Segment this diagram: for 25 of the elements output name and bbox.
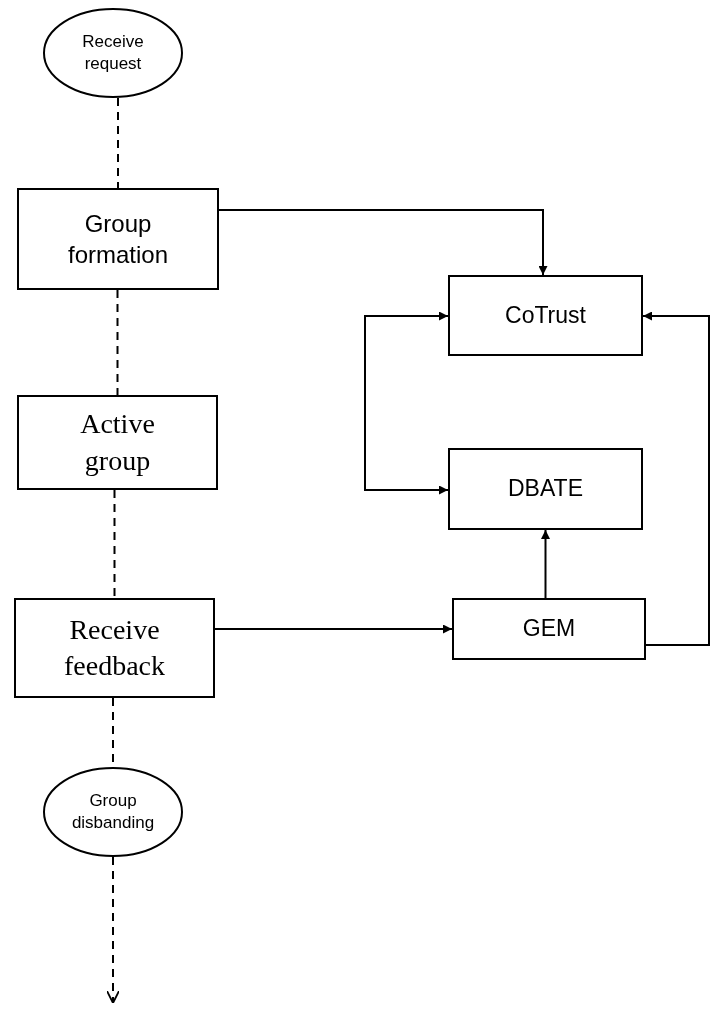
node-label: Active group: [79, 407, 156, 478]
arrow: [218, 209, 548, 276]
arrow: [364, 311, 449, 495]
node-label: CoTrust: [505, 300, 586, 330]
arrow: [642, 311, 710, 646]
process-box: [17, 395, 218, 490]
process-box: [448, 275, 643, 356]
node-label: Group disbanding: [70, 789, 156, 834]
node-label: DBATE: [508, 474, 583, 504]
node-label: Receive feedback: [62, 612, 166, 683]
process-box: [14, 598, 215, 698]
connector-line: [117, 97, 119, 189]
process-box: [17, 188, 219, 290]
terminal-ellipse: [43, 767, 183, 857]
node-label: Group formation: [66, 208, 169, 270]
process-box: [452, 598, 646, 660]
arrow: [541, 529, 550, 599]
process-box: [448, 448, 643, 530]
connector-line: [113, 489, 116, 599]
node-label: Receive request: [81, 30, 145, 75]
connector-line: [116, 289, 119, 396]
node-label: GEM: [522, 614, 576, 644]
arrow: [106, 856, 120, 1004]
arrow: [214, 624, 453, 634]
terminal-ellipse: [43, 8, 183, 98]
